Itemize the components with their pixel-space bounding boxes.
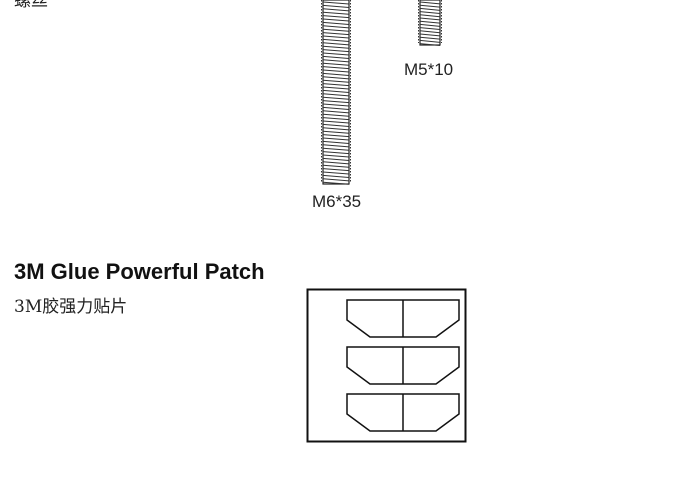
screw-label-m6x35: M6*35 xyxy=(312,192,362,211)
cut-off-section-label: 螺丝 xyxy=(14,0,48,11)
screw-m5x10 xyxy=(418,0,442,47)
screw-thread xyxy=(322,1,350,185)
glue-pad xyxy=(346,299,460,338)
section-title: 3M Glue Powerful Patch xyxy=(14,259,265,284)
glue-patch-sheet xyxy=(306,288,467,443)
screw-thread xyxy=(419,1,441,47)
screw-m6x35 xyxy=(321,0,351,185)
glue-pad xyxy=(346,346,460,385)
glue-pad xyxy=(346,393,460,432)
section-subtitle: 3M胶强力贴片 xyxy=(14,297,128,317)
screw-label-m5x10: M5*10 xyxy=(404,60,454,79)
